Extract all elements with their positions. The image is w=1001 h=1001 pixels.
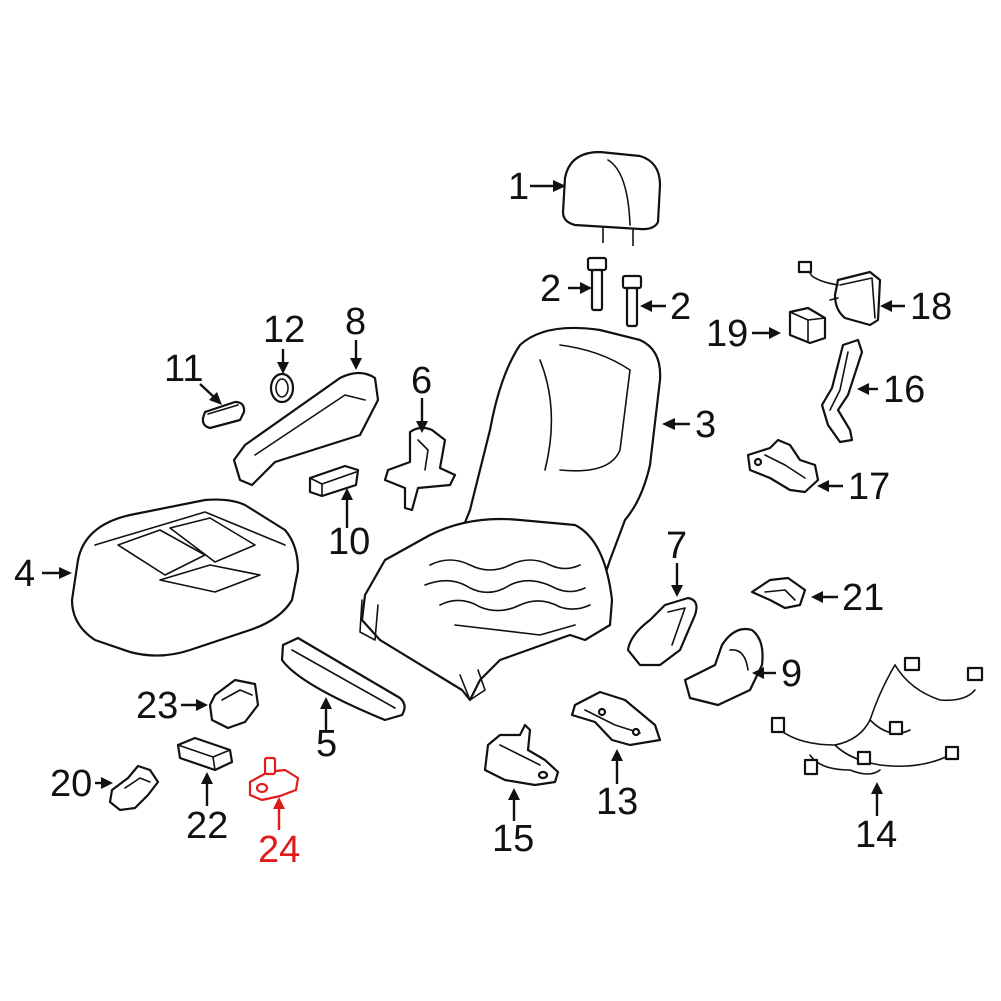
- callout-7: 7: [666, 525, 687, 567]
- hinge-cover-part: [626, 596, 698, 667]
- sensor-part: [208, 678, 260, 730]
- seatback-part: [359, 326, 662, 702]
- callout-8: 8: [345, 301, 366, 343]
- connector-part: [788, 306, 827, 345]
- bracket-6-part: [383, 426, 457, 512]
- callout-labels: 1 2 2 3 4 5 6 7 8 9 10 11 12 13 14 15 16…: [14, 166, 952, 871]
- callout-11: 11: [164, 348, 203, 390]
- callout-1: 1: [508, 166, 529, 208]
- airbag-module-part: [797, 260, 882, 327]
- callout-23: 23: [136, 685, 178, 727]
- headrest-part: [561, 150, 662, 246]
- cable-part: [820, 338, 864, 444]
- callout-18: 18: [910, 286, 952, 328]
- callout-15: 15: [492, 818, 534, 860]
- control-unit-part: [176, 736, 234, 772]
- callout-3: 3: [695, 404, 716, 446]
- callout-21: 21: [842, 577, 884, 619]
- switch-block-part: [308, 464, 360, 498]
- callout-19: 19: [706, 313, 748, 355]
- callout-6: 6: [411, 360, 432, 402]
- side-trim-part: [280, 636, 406, 722]
- callout-12: 12: [263, 309, 305, 351]
- stud-bracket-part: [248, 756, 300, 802]
- callout-4: 4: [14, 553, 35, 595]
- callout-16: 16: [883, 369, 925, 411]
- switch-knob-part: [201, 400, 246, 430]
- round-knob-part: [269, 372, 295, 404]
- callout-13: 13: [596, 781, 638, 823]
- headrest-guide-left-part: [586, 256, 608, 312]
- callout-14: 14: [855, 814, 897, 856]
- seat-cushion-part: [70, 498, 300, 657]
- callout-10: 10: [328, 521, 370, 563]
- clip-bracket-part: [746, 438, 820, 494]
- inner-cover-part: [683, 627, 764, 707]
- callout-22: 22: [186, 805, 228, 847]
- bracket-plate-part: [570, 690, 662, 747]
- callout-17: 17: [848, 466, 890, 508]
- leader-lines: [42, 180, 905, 830]
- callout-2-left: 2: [540, 268, 561, 310]
- clip-20-part: [108, 764, 160, 812]
- callout-9: 9: [781, 653, 802, 695]
- headrest-guide-right-part: [621, 274, 643, 328]
- callout-5: 5: [316, 723, 337, 765]
- outer-finisher-part: [232, 371, 380, 487]
- clip-21-part: [750, 576, 807, 610]
- mount-bracket-part: [483, 723, 560, 787]
- wire-harness-part: [770, 656, 984, 776]
- callout-20: 20: [50, 763, 92, 805]
- callout-2-right: 2: [670, 286, 691, 328]
- callout-24: 24: [258, 829, 300, 871]
